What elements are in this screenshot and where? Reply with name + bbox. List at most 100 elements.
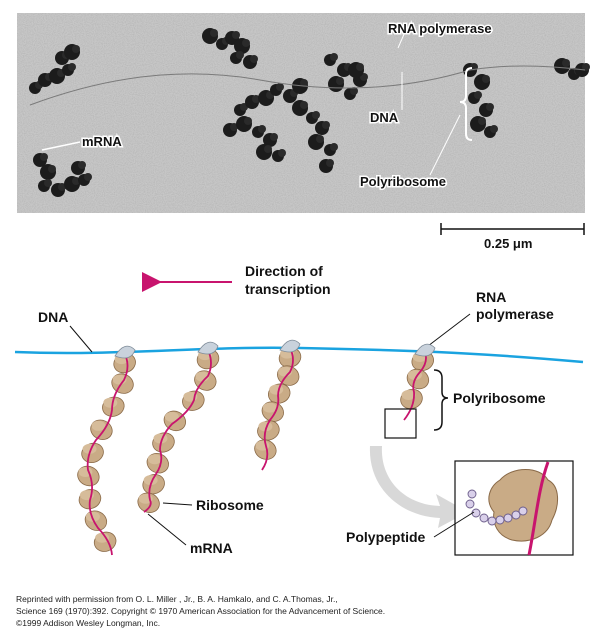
direction-label-line2: transcription	[245, 281, 331, 297]
leader-rna-polymerase	[397, 31, 406, 49]
leader-polypeptide	[433, 511, 475, 538]
credit-block: Reprinted with permission from O. L. Mil…	[16, 593, 385, 629]
micrograph-ribosome-blob	[230, 123, 238, 131]
micrograph-ribosome-blob	[316, 135, 324, 143]
micrograph-ribosome-blob	[482, 75, 490, 83]
diagram-label-polyribosome: Polyribosome	[453, 390, 546, 406]
micrograph-ribosome-blob	[58, 183, 66, 191]
micrograph-ribosome-blob	[84, 173, 92, 181]
leader-mrna-diagram	[147, 513, 187, 546]
polyribosome-bracket	[433, 369, 449, 431]
micrograph-ribosome-blob	[582, 63, 590, 71]
leader-dna-diagram	[69, 325, 93, 353]
micrograph-ribosome-blob	[326, 159, 334, 167]
micrograph-label-dna: DNA	[370, 110, 399, 125]
amino-acid-bead	[465, 499, 475, 509]
mrna-strand	[143, 349, 212, 513]
micrograph-ribosome-blob	[78, 161, 86, 169]
ribosome-subunit	[85, 511, 100, 522]
micrograph-ribosome-blob	[474, 91, 482, 99]
diagram-label-ribosome: Ribosome	[196, 497, 264, 513]
micrograph-ribosome-blob	[242, 39, 250, 47]
mrna-strands	[77, 339, 436, 556]
micrograph-ribosome-blob	[330, 143, 338, 151]
micrograph-label-rna-polymerase: RNA polymerase	[388, 21, 492, 36]
micrograph-label-mrna: mRNA	[82, 134, 122, 149]
micrograph-ribosome-blob	[300, 101, 308, 109]
leader-ribosome	[162, 502, 193, 506]
polypeptide-chain	[465, 489, 528, 526]
ribosome-subunit	[95, 532, 110, 543]
amino-acid-bead	[467, 489, 477, 499]
ribosome-subunit	[258, 421, 273, 432]
ribosome-subunit	[164, 411, 179, 422]
micrograph-ribosome-blob	[562, 59, 570, 67]
micrograph-ribosome-blob	[322, 121, 330, 129]
micrograph-ribosome-blob	[48, 165, 56, 173]
micrograph-ribosome-blob	[72, 177, 80, 185]
micrograph-ribosome-blob	[72, 45, 80, 53]
ribosome-subunit	[262, 402, 277, 413]
ribosome-subunit	[401, 390, 416, 400]
micrograph-polyribosome-clusters	[29, 28, 590, 197]
micrograph-ribosome-blob	[330, 53, 338, 61]
rna-polymerase	[414, 343, 436, 357]
credit-line-2: Science 169 (1970):392. Copyright © 1970…	[16, 606, 386, 616]
zoom-source-box	[384, 408, 417, 439]
micrograph-ribosome-blob	[356, 63, 364, 71]
dna-strand	[14, 346, 584, 364]
inset-ribosome	[488, 469, 558, 542]
inset-mrna	[527, 461, 550, 556]
micrograph-ribosome-blob	[264, 145, 272, 153]
rna-polymerase	[114, 345, 136, 359]
scale-bar-label: 0.25 μm	[484, 236, 532, 251]
credit-line-1: Reprinted with permission from O. L. Mil…	[16, 594, 338, 604]
leader-polyribosome	[429, 114, 461, 176]
micrograph-ribosome-blob	[40, 153, 48, 161]
ribosome-inset	[454, 460, 574, 556]
micrograph-ribosome-blob	[270, 133, 278, 141]
ribosome-subunit	[269, 384, 284, 395]
micrograph-ribosome-blob	[276, 83, 284, 91]
diagram-label-polypeptide: Polypeptide	[346, 529, 426, 545]
direction-label-line1: Direction of	[245, 263, 323, 279]
ribosome-subunit	[147, 454, 162, 465]
micrograph-ribosome-blob	[68, 63, 76, 71]
micrograph-ribosome-blob	[312, 111, 320, 119]
micrograph-polyribosome-bracket	[459, 67, 473, 141]
zoom-arrow	[369, 446, 468, 528]
scale-bar: 0.25 μm	[440, 223, 585, 251]
diagram-label-mrna: mRNA	[190, 540, 233, 556]
micrograph-ribosome-blob	[486, 103, 494, 111]
micrograph-ribosome-blob	[300, 79, 308, 87]
electron-micrograph: RNA polymerase DNA mRNA Polyribosome	[17, 13, 590, 213]
micrograph-ribosome-blob	[252, 95, 260, 103]
micrograph-ribosome-blob	[336, 77, 344, 85]
micrograph-ribosome-blob	[478, 117, 486, 125]
micrograph-ribosome-blob	[44, 179, 52, 187]
credit-line-3: ©1999 Addison Wesley Longman, Inc.	[16, 618, 161, 628]
transcription-diagram: Direction of transcription DNA RNA polym…	[14, 263, 584, 556]
amino-acid-bead	[503, 513, 513, 523]
rna-polymerase	[197, 341, 219, 355]
micrograph-ribosome-blob	[210, 29, 218, 37]
micrograph-ribosome-blob	[244, 117, 252, 125]
micrograph-ribosome-blob	[258, 125, 266, 133]
micrograph-ribosome-blob	[278, 149, 286, 157]
micrograph-ribosome-blob	[490, 125, 498, 133]
leader-mrna	[41, 141, 81, 151]
diagram-label-dna: DNA	[38, 309, 68, 325]
mrna-strand	[261, 347, 294, 471]
ribosome-subunit	[91, 420, 106, 431]
micrograph-ribosome-blob	[250, 55, 258, 63]
amino-acid-bead	[495, 515, 505, 525]
amino-acid-bead	[511, 510, 521, 520]
micrograph-ribosome-blob	[232, 31, 240, 39]
mrna-strand	[86, 353, 129, 556]
leader-rna-polymerase-diagram	[427, 313, 471, 347]
mrna-strand	[403, 351, 427, 421]
amino-acid-bead	[487, 516, 497, 526]
amino-acid-bead	[479, 513, 489, 523]
diagram-label-polymerase: polymerase	[476, 306, 554, 322]
